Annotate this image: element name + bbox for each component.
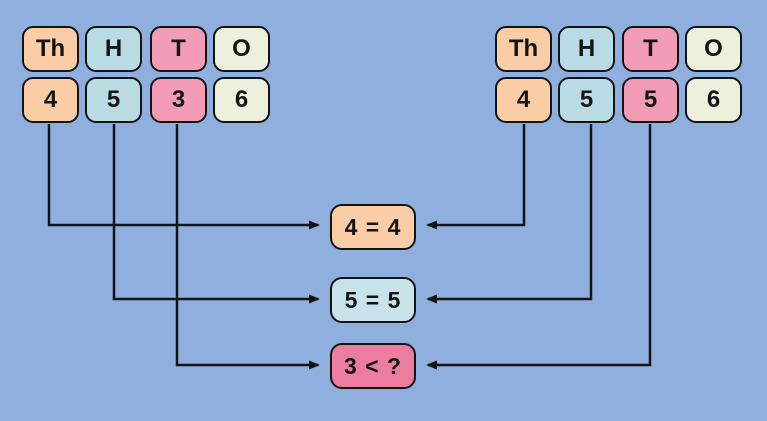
arrow-right-tens-to-result <box>426 124 652 370</box>
right-digit-thousands: 4 <box>495 77 552 123</box>
left-digit-ones: 6 <box>213 77 270 123</box>
left-digit-hundreds: 5 <box>85 77 142 123</box>
left-header-hundreds: H <box>85 26 142 72</box>
left-digit-tens: 3 <box>150 77 207 123</box>
right-digit-hundreds: 5 <box>558 77 615 123</box>
arrow-left-hundreds-to-result <box>112 124 320 304</box>
left-header-tens: T <box>150 26 207 72</box>
arrow-right-thousands-to-result <box>426 124 526 230</box>
arrow-right-hundreds-to-result <box>426 124 593 304</box>
left-header-thousands: Th <box>22 26 79 72</box>
left-header-ones: O <box>213 26 270 72</box>
right-header-tens: T <box>622 26 679 72</box>
right-header-ones: O <box>685 26 742 72</box>
right-header-thousands: Th <box>495 26 552 72</box>
right-header-hundreds: H <box>558 26 615 72</box>
result-hundreds-equal: 5 = 5 <box>330 277 416 323</box>
right-digit-tens: 5 <box>622 77 679 123</box>
result-tens-less-than: 3 < ? <box>330 343 416 389</box>
arrow-left-tens-to-result <box>175 124 320 370</box>
arrow-left-thousands-to-result <box>47 124 320 230</box>
right-digit-ones: 6 <box>685 77 742 123</box>
left-digit-thousands: 4 <box>22 77 79 123</box>
result-thousands-equal: 4 = 4 <box>330 204 416 250</box>
